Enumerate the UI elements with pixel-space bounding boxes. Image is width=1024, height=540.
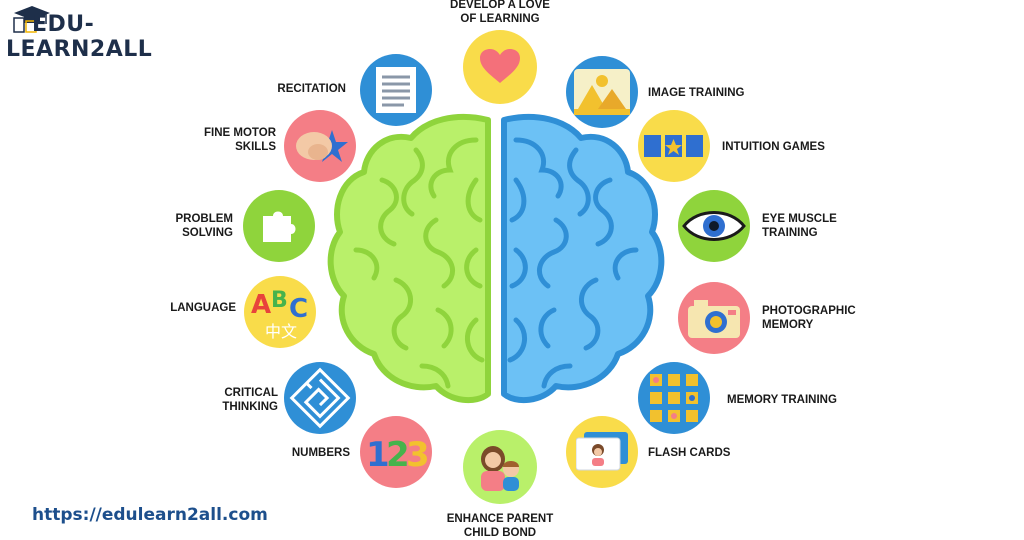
critical-thinking-label-line1: CRITICAL xyxy=(224,387,278,399)
hand-star-icon xyxy=(296,130,348,162)
critical-thinking-node xyxy=(284,362,356,434)
develop-love-label-line2: OF LEARNING xyxy=(460,13,540,25)
brain-illustration xyxy=(327,113,665,404)
problem-solving-label-line2: SOLVING xyxy=(182,227,233,239)
intuition-games-label-line1: INTUITION GAMES xyxy=(722,141,825,153)
fine-motor-label: FINE MOTOR SKILLS xyxy=(160,126,276,154)
eye-muscle-label-line1: EYE MUSCLE xyxy=(762,213,837,225)
number-two: 2 xyxy=(386,435,410,472)
eye-muscle-label-line2: TRAINING xyxy=(762,227,818,239)
numbers-icon: 1 2 3 xyxy=(366,435,428,472)
flash-cards-label: FLASH CARDS xyxy=(648,446,730,460)
recitation-label-line1: RECITATION xyxy=(277,83,346,95)
memory-grid-icon xyxy=(650,374,698,422)
language-node: A B C 中文 xyxy=(244,276,316,348)
numbers-label: NUMBERS xyxy=(234,446,350,460)
memory-training-node xyxy=(638,362,710,434)
image-training-node xyxy=(566,56,638,128)
abc-letter-c: C xyxy=(289,294,308,324)
language-label: LANGUAGE xyxy=(120,301,236,315)
problem-solving-node xyxy=(243,190,315,262)
flash-card-icon xyxy=(576,432,628,471)
number-three: 3 xyxy=(406,435,428,472)
fine-motor-label-line1: FINE MOTOR xyxy=(204,127,276,139)
heart-icon xyxy=(480,49,520,83)
edulearn2all-logo: EDU- LEARN2ALL xyxy=(6,4,152,64)
logo-text-line1: EDU- xyxy=(32,12,95,37)
photographic-memory-node xyxy=(678,282,750,354)
problem-solving-label: PROBLEM SOLVING xyxy=(117,212,234,240)
develop-love-node xyxy=(463,30,537,104)
document-icon xyxy=(376,67,416,113)
abc-icon: A B C 中文 xyxy=(251,288,308,339)
eye-muscle-node xyxy=(678,190,750,262)
image-training-label-line1: IMAGE TRAINING xyxy=(648,87,745,99)
image-training-label: IMAGE TRAINING xyxy=(648,86,744,100)
eye-icon xyxy=(682,211,746,241)
develop-love-label: DEVELOP A LOVE OF LEARNING xyxy=(430,0,570,26)
numbers-label-line1: NUMBERS xyxy=(291,447,350,459)
cards-star-icon xyxy=(644,135,703,157)
flash-cards-label-line1: FLASH CARDS xyxy=(648,447,731,459)
problem-solving-label-line1: PROBLEM xyxy=(175,213,234,225)
numbers-node: 1 2 3 xyxy=(360,416,432,488)
website-url[interactable]: https://edulearn2all.com xyxy=(32,505,268,525)
develop-love-label-line1: DEVELOP A LOVE xyxy=(450,0,550,11)
intuition-games-label: INTUITION GAMES xyxy=(722,140,825,154)
memory-training-label-line1: MEMORY TRAINING xyxy=(727,394,837,406)
eye-muscle-label: EYE MUSCLE TRAINING xyxy=(762,212,837,240)
recitation-node xyxy=(360,54,432,126)
chinese-glyphs: 中文 xyxy=(265,322,297,339)
camera-icon xyxy=(688,300,740,338)
critical-thinking-label-line2: THINKING xyxy=(222,401,278,413)
fine-motor-label-line2: SKILLS xyxy=(235,141,276,153)
photographic-memory-label-line1: PHOTOGRAPHIC xyxy=(762,305,856,317)
photographic-memory-label-line2: MEMORY xyxy=(762,319,814,331)
maze-icon xyxy=(289,367,351,429)
flash-cards-node xyxy=(566,416,638,488)
abc-letter-b: B xyxy=(271,288,288,313)
intuition-games-node xyxy=(638,110,710,182)
number-one: 1 xyxy=(366,435,390,472)
memory-training-label: MEMORY TRAINING xyxy=(727,393,837,407)
parent-child-node xyxy=(463,430,537,504)
right-brain-hemisphere xyxy=(501,113,665,404)
parent-child-label-line1: ENHANCE PARENT xyxy=(446,513,554,525)
abc-letter-a: A xyxy=(251,290,271,320)
parent-child-icon xyxy=(481,446,519,491)
fine-motor-node xyxy=(284,110,356,182)
logo-text-line2: LEARN2ALL xyxy=(6,37,153,62)
parent-child-label-line2: CHILD BOND xyxy=(463,527,537,539)
critical-thinking-label: CRITICAL THINKING xyxy=(162,386,278,414)
photographic-memory-label: PHOTOGRAPHIC MEMORY xyxy=(762,304,856,332)
recitation-label: RECITATION xyxy=(230,82,346,96)
graduation-cap-icon xyxy=(13,6,50,33)
language-label-line1: LANGUAGE xyxy=(170,302,236,314)
puzzle-icon xyxy=(263,211,296,242)
left-brain-hemisphere xyxy=(327,113,491,404)
pyramids-icon xyxy=(574,69,630,115)
